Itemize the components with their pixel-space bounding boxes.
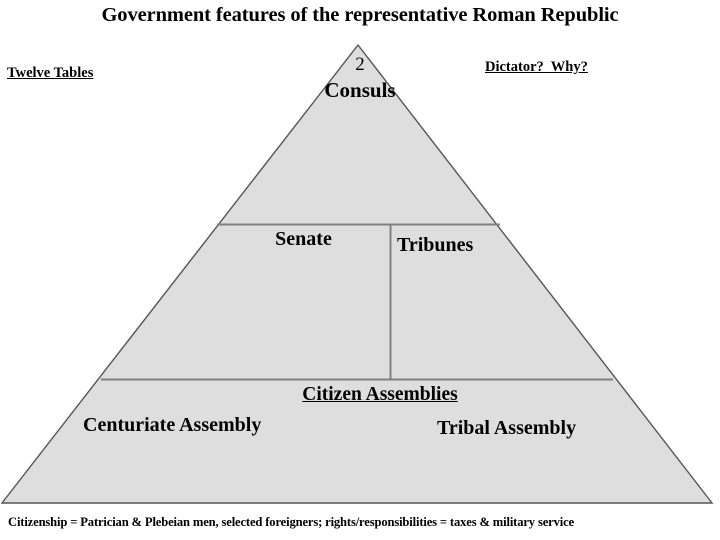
- consuls-count: 2: [355, 54, 365, 75]
- tier-label-tribal-assembly: Tribal Assembly: [437, 417, 577, 439]
- tier-label-consuls: Consuls: [324, 78, 396, 102]
- tier-heading-citizen-assemblies: Citizen Assemblies: [302, 384, 458, 405]
- tier-label-senate: Senate: [275, 228, 332, 250]
- tier-label-tribunes: Tribunes: [397, 234, 474, 256]
- annotation-twelve-tables: Twelve Tables: [7, 65, 94, 81]
- pyramid-body: [0, 43, 714, 504]
- tier-label-centuriate-assembly: Centuriate Assembly: [83, 414, 262, 436]
- footer-caption: Citizenship = Patrician & Plebeian men, …: [8, 515, 574, 529]
- page-title: Government features of the representativ…: [101, 4, 619, 26]
- annotation-dictator-why: Dictator? Why?: [485, 59, 588, 75]
